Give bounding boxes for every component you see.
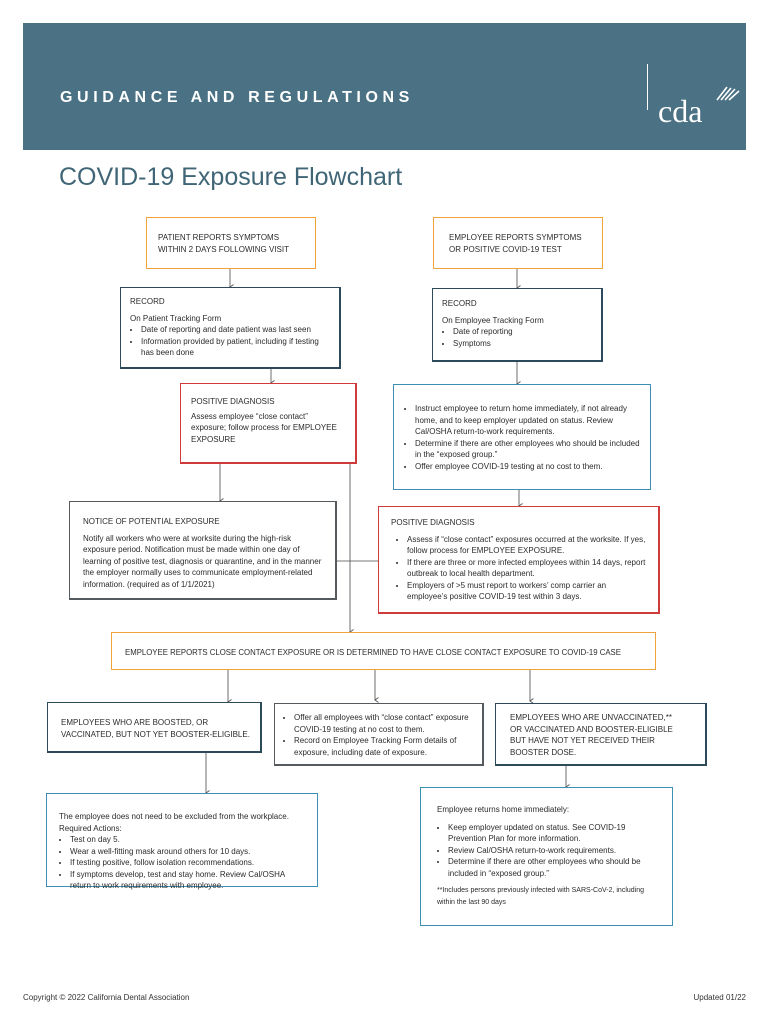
list-item: Date of reporting and date patient was l… [141, 324, 331, 336]
record-employee-box: RECORD On Employee Tracking Form Date of… [432, 288, 603, 362]
logo: cda [658, 93, 703, 129]
list-item: Date of reporting [453, 326, 593, 338]
list-item: Employers of >5 must report to workers’ … [407, 580, 646, 603]
not-excluded-intro: The employee does not need to be exclude… [59, 812, 289, 833]
record-patient-list: Date of reporting and date patient was l… [130, 324, 331, 359]
offer-testing-box: Offer all employees with “close contact”… [274, 703, 484, 766]
employee-reports-box: EMPLOYEE REPORTS SYMPTOMS OR POSITIVE CO… [433, 217, 603, 269]
returns-home-list: Keep employer updated on status. See COV… [437, 822, 660, 880]
patient-reports-line-2: WITHIN 2 DAYS FOLLOWING VISIT [158, 244, 289, 254]
patient-reports-box: PATIENT REPORTS SYMPTOMS WITHIN 2 DAYS F… [146, 217, 316, 269]
list-item: Symptoms [453, 338, 593, 350]
list-item: Offer employee COVID-19 testing at no co… [415, 461, 640, 473]
record-employee-subheading: On Employee Tracking Form [442, 315, 544, 325]
record-employee-heading: RECORD [442, 299, 477, 308]
boosted-line-1: EMPLOYEES WHO ARE BOOSTED, OR [61, 718, 209, 727]
not-excluded-list: Test on day 5. Wear a well-fitting mask … [59, 834, 301, 892]
patient-reports-line-1: PATIENT REPORTS SYMPTOMS [158, 233, 280, 242]
close-contact-box: EMPLOYEE REPORTS CLOSE CONTACT EXPOSURE … [111, 632, 656, 670]
offer-testing-list: Offer all employees with “close contact”… [283, 712, 474, 758]
unvaccinated-line-1: EMPLOYEES WHO ARE UNVACCINATED,** [510, 713, 672, 722]
list-item: Review Cal/OSHA return-to-work requireme… [448, 845, 660, 857]
positive-diagnosis-right-list: Assess if “close contact” exposures occu… [391, 534, 646, 603]
list-item: If there are three or more infected empl… [407, 557, 646, 580]
unvaccinated-box: EMPLOYEES WHO ARE UNVACCINATED,** OR VAC… [495, 703, 707, 766]
positive-diagnosis-right-box: POSITIVE DIAGNOSIS Assess if “close cont… [378, 506, 660, 614]
footer-updated: Updated 01/22 [693, 993, 747, 1002]
list-item: Determine if there are other employees w… [448, 856, 660, 879]
employee-reports-line-1: EMPLOYEE REPORTS SYMPTOMS [449, 233, 582, 242]
returns-home-box: Employee returns home immediately: Keep … [420, 787, 673, 926]
list-item: Assess if “close contact” exposures occu… [407, 534, 646, 557]
positive-diagnosis-left-box: POSITIVE DIAGNOSIS Assess employee “clos… [180, 383, 357, 464]
positive-diagnosis-left-heading: POSITIVE DIAGNOSIS [191, 397, 275, 406]
instruct-employee-list: Instruct employee to return home immedia… [404, 403, 640, 472]
record-employee-list: Date of reporting Symptoms [442, 326, 593, 349]
list-item: Test on day 5. [70, 834, 301, 846]
page-title: COVID-19 Exposure Flowchart [59, 163, 403, 191]
logo-divider [647, 64, 648, 110]
list-item: Determine if there are other employees w… [415, 438, 640, 461]
list-item: Record on Employee Tracking Form details… [294, 735, 474, 758]
header-banner: GUIDANCE AND REGULATIONS cda [23, 23, 746, 150]
positive-diagnosis-left-text: Assess employee “close contact” exposure… [191, 411, 337, 444]
record-patient-box: RECORD On Patient Tracking Form Date of … [120, 287, 341, 369]
notice-exposure-heading: NOTICE OF POTENTIAL EXPOSURE [83, 517, 220, 526]
logo-leaf-icon [716, 86, 740, 101]
unvaccinated-line-3: BUT HAVE NOT YET RECEIVED THEIR [510, 736, 655, 745]
list-item: Information provided by patient, includi… [141, 336, 331, 359]
list-item: If testing positive, follow isolation re… [70, 857, 301, 869]
boosted-line-2: VACCINATED, BUT NOT YET BOOSTER-ELIGIBLE… [61, 729, 250, 739]
list-item: Instruct employee to return home immedia… [415, 403, 640, 438]
unvaccinated-line-2: OR VACCINATED AND BOOSTER-ELIGIBLE [510, 724, 673, 734]
instruct-employee-box: Instruct employee to return home immedia… [393, 384, 651, 490]
boosted-box: EMPLOYEES WHO ARE BOOSTED, OR VACCINATED… [47, 702, 262, 753]
unvaccinated-line-4: BOOSTER DOSE. [510, 747, 577, 757]
positive-diagnosis-right-heading: POSITIVE DIAGNOSIS [391, 518, 475, 527]
list-item: Wear a well-fitting mask around others f… [70, 846, 301, 858]
header-title: GUIDANCE AND REGULATIONS [60, 89, 414, 106]
notice-exposure-text: Notify all workers who were at worksite … [83, 533, 322, 589]
list-item: If symptoms develop, test and stay home.… [70, 869, 301, 892]
record-patient-heading: RECORD [130, 297, 165, 306]
employee-reports-line-2: OR POSITIVE COVID-19 TEST [449, 244, 562, 254]
close-contact-text: EMPLOYEE REPORTS CLOSE CONTACT EXPOSURE … [125, 648, 621, 657]
list-item: Offer all employees with “close contact”… [294, 712, 474, 735]
notice-exposure-box: NOTICE OF POTENTIAL EXPOSURE Notify all … [69, 501, 337, 600]
returns-home-footnote: **Includes persons previously infected w… [437, 887, 644, 906]
record-patient-subheading: On Patient Tracking Form [130, 313, 222, 323]
returns-home-intro: Employee returns home immediately: [437, 805, 570, 814]
list-item: Keep employer updated on status. See COV… [448, 822, 660, 845]
not-excluded-box: The employee does not need to be exclude… [46, 793, 318, 890]
footer-copyright: Copyright © 2022 California Dental Assoc… [23, 993, 190, 1002]
